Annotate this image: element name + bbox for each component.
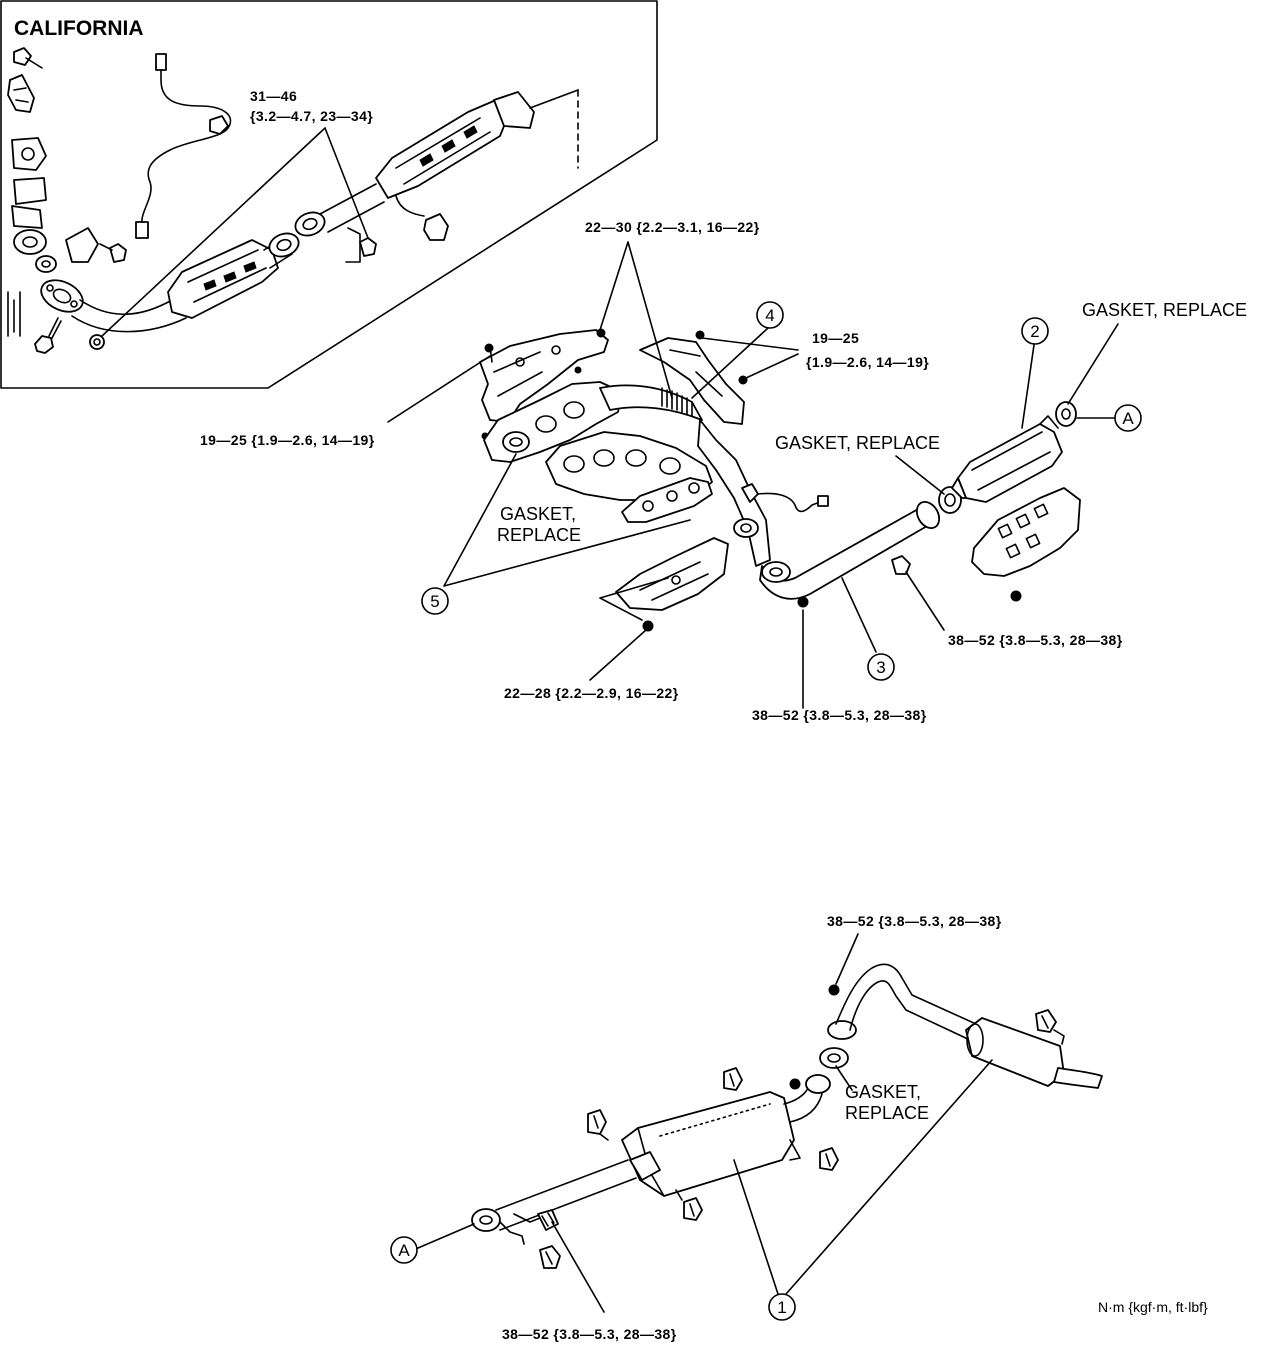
inset-title: CALIFORNIA [14,17,144,40]
inset-gaskets [268,183,385,258]
torque-converter-bracket: 38—52 {3.8—5.3, 28—38} [948,632,1123,648]
torque-lower-heat-shield: 22—28 {2.2—2.9, 16—22} [504,685,679,701]
gasket-label-rear-line2: REPLACE [845,1103,929,1123]
callout-3: 3 [867,653,895,681]
left-manifold-heat-shield [479,328,609,440]
svg-text:3: 3 [876,658,885,677]
right-exhaust-manifold [545,431,713,501]
middle-pipe [471,1159,637,1245]
rear-pipe [828,963,977,1041]
gasket-label-converter-front: GASKET, REPLACE [775,433,940,453]
svg-text:A: A [1122,409,1134,428]
california-inset: CALIFORNIA [0,0,658,389]
torque-heat-shield-right-alt: {1.9—2.6, 14—19} [806,354,929,370]
callout-1: 1 [768,1293,796,1321]
torque-rear-pipe-flange: 38—52 {3.8—5.3, 28—38} [827,913,1002,929]
inset-torque-alt: {3.2—4.7, 23—34} [250,108,373,124]
torque-front-pipe: 38—52 {3.8—5.3, 28—38} [752,707,927,723]
center-pipe [697,419,771,567]
rear-leader-lines [417,933,993,1313]
units-legend: N·m {kgf·m, ft·lbf} [1098,1299,1208,1315]
svg-text:1: 1 [777,1298,786,1317]
gasket-label-converter-rear: GASKET, REPLACE [1082,300,1247,320]
right-manifold-heat-shield [639,330,748,425]
torque-heat-shield-right-nm: 19—25 [812,330,859,346]
right-manifold-gasket [621,477,713,523]
flex-pipe [599,384,703,421]
inset-torque-leader [101,127,369,337]
inset-border [0,0,658,389]
left-exhaust-manifold [483,366,623,463]
svg-text:A: A [398,1241,410,1260]
inset-catalytic-converter-front [167,237,293,319]
torque-middle-pipe-bracket: 38—52 {3.8—5.3, 28—38} [502,1326,677,1342]
lower-heat-shield [615,537,729,632]
front-leader-lines [387,241,1119,709]
front-exhaust-assembly: 22—30 {2.2—3.1, 16—22} 19—25 {1.9—2.6, 1… [200,219,1247,723]
callout-a-bottom: A [390,1236,418,1264]
front-pipe [759,500,941,608]
rear-pipe-connection [783,1020,857,1123]
torque-manifold-upper: 22—30 {2.2—3.1, 16—22} [585,219,760,235]
svg-text:2: 2 [1030,322,1039,341]
callout-5: 5 [421,587,449,615]
converter-heat-shield [971,487,1081,602]
rear-muffler [965,1017,1103,1089]
svg-text:4: 4 [765,306,774,325]
inset-left-parts [7,47,62,354]
gasket-label-manifold-line2: REPLACE [497,525,581,545]
gasket-label-manifold-line1: GASKET, [500,504,576,524]
torque-heat-shield-left: 19—25 {1.9—2.6, 14—19} [200,432,375,448]
inset-fasteners [65,227,377,350]
inset-torque-nm: 31—46 [250,88,297,104]
callout-2: 2 [1021,317,1049,345]
inset-catalytic-converter-rear [375,89,579,241]
left-manifold-gasket [502,431,530,453]
inset-front-pipe [40,279,187,333]
svg-text:5: 5 [430,592,439,611]
callout-4: 4 [756,301,784,329]
rubber-hangers [539,1009,1065,1269]
inset-oxygen-sensor [135,53,232,239]
main-muffler [621,1091,801,1201]
gasket-label-rear-line1: GASKET, [845,1082,921,1102]
front-oxygen-sensor [741,483,829,513]
callout-a-top: A [1114,404,1142,432]
rear-exhaust-assembly: 38—52 {3.8—5.3, 28—38} GASKET, REPLACE 3… [390,913,1208,1342]
